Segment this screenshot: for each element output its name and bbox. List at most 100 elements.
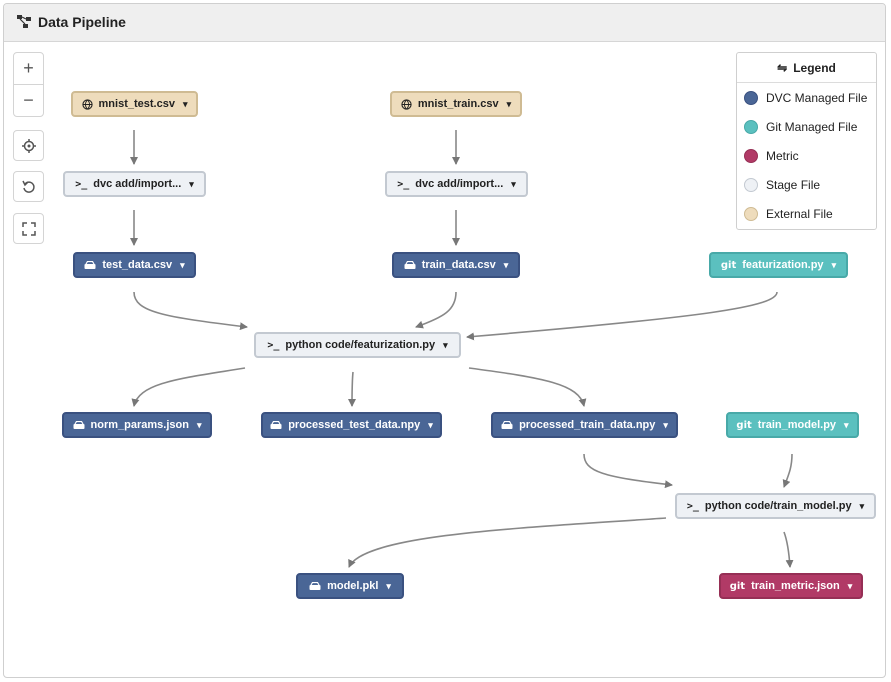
node-label: dvc add/import... [93, 178, 182, 190]
chevron-down-icon[interactable]: ▾ [189, 178, 194, 189]
globe-icon [81, 98, 93, 110]
pipeline-icon [17, 15, 31, 28]
node-train-model-py[interactable]: git train_model.py ▾ [726, 412, 859, 438]
undo-icon [21, 180, 35, 193]
reset-button[interactable] [13, 171, 44, 202]
chevron-down-icon[interactable]: ▾ [847, 580, 853, 591]
graph-canvas[interactable]: + − ⇋ Legend [4, 42, 885, 677]
edge-test-data-to-featurization [133, 291, 248, 331]
database-icon [501, 420, 513, 430]
pipeline-panel: Data Pipeline [3, 3, 886, 678]
chevron-down-icon[interactable]: ▾ [503, 259, 509, 270]
legend-label: Git Managed File [766, 120, 858, 134]
chevron-down-icon[interactable]: ▾ [859, 500, 865, 511]
zoom-out-button[interactable]: − [23, 90, 34, 110]
legend-item-metric: Metric [744, 149, 799, 163]
node-train-metric[interactable]: git train_metric.json ▾ [719, 573, 863, 599]
center-button[interactable] [13, 130, 44, 161]
node-norm-params[interactable]: norm_params.json ▾ [62, 412, 212, 438]
git-icon: git [720, 259, 737, 271]
node-label: processed_test_data.npy [288, 419, 421, 431]
node-processed-train[interactable]: processed_train_data.npy ▾ [491, 412, 678, 438]
node-label: python code/featurization.py [285, 339, 436, 351]
chevron-down-icon[interactable]: ▾ [663, 419, 668, 430]
terminal-icon: >_ [397, 178, 410, 190]
node-featurization-py[interactable]: git featurization.py ▾ [709, 252, 848, 278]
metric-swatch [744, 149, 758, 163]
node-dvc-add-test[interactable]: >_ dvc add/import... ▾ [63, 171, 206, 197]
node-dvc-add-train[interactable]: >_ dvc add/import... ▾ [385, 171, 528, 197]
node-label: train_metric.json [751, 580, 840, 592]
node-test-data[interactable]: test_data.csv ▾ [73, 252, 196, 278]
node-label: norm_params.json [90, 419, 189, 431]
node-model-pkl[interactable]: model.pkl ▾ [296, 573, 404, 599]
git-icon: git [729, 580, 746, 592]
database-icon [270, 420, 282, 430]
git-swatch [744, 120, 758, 134]
legend-item-external: External File [744, 207, 833, 221]
edge-train-model-to-train-metric [783, 531, 794, 568]
node-label: test_data.csv [102, 259, 173, 271]
chevron-down-icon[interactable]: ▾ [386, 580, 391, 591]
legend-label: DVC Managed File [766, 91, 868, 105]
chevron-down-icon[interactable]: ▾ [844, 419, 849, 430]
node-featurization-stage[interactable]: >_ python code/featurization.py ▾ [254, 332, 461, 358]
legend-label: External File [766, 207, 833, 221]
zoom-in-button[interactable]: + [23, 58, 34, 78]
edge-train-model-to-model-pkl [348, 517, 667, 568]
page-title: Data Pipeline [38, 14, 126, 30]
node-mnist-test[interactable]: mnist_test.csv ▾ [71, 91, 198, 117]
legend-item-stage: Stage File [744, 178, 820, 192]
legend-header: ⇋ Legend [737, 53, 876, 83]
legend-label: Metric [766, 149, 799, 163]
chevron-down-icon[interactable]: ▾ [506, 98, 512, 109]
database-icon [84, 260, 96, 270]
chevron-down-icon[interactable]: ▾ [180, 259, 185, 270]
chevron-down-icon[interactable]: ▾ [428, 419, 433, 430]
node-mnist-train[interactable]: mnist_train.csv ▾ [390, 91, 522, 117]
node-label: train_data.csv [421, 259, 496, 271]
fullscreen-button[interactable] [13, 213, 44, 244]
edge-train-model-py-to-train-model [782, 453, 793, 488]
chevron-down-icon[interactable]: ▾ [182, 98, 188, 109]
expand-icon [21, 221, 36, 236]
chevron-down-icon[interactable]: ▾ [443, 339, 448, 350]
node-train-model-stage[interactable]: >_ python code/train_model.py ▾ [675, 493, 876, 519]
database-icon [404, 260, 416, 270]
edge-featurization-py-to-featurization [466, 291, 778, 341]
edge-train-data-to-featurization [415, 291, 457, 329]
node-label: python code/train_model.py [704, 500, 852, 512]
edges-layer [130, 130, 794, 568]
legend-item-dvc: DVC Managed File [744, 91, 867, 105]
chevron-down-icon[interactable]: ▾ [196, 419, 202, 430]
chevron-down-icon[interactable]: ▾ [831, 259, 837, 270]
signpost-icon: ⇋ [777, 60, 788, 75]
node-processed-test[interactable]: processed_test_data.npy ▾ [261, 412, 442, 438]
node-train-data[interactable]: train_data.csv ▾ [392, 252, 520, 278]
database-icon [309, 581, 321, 591]
node-label: mnist_test.csv [98, 98, 175, 110]
zoom-controls: + − [13, 52, 44, 117]
node-label: processed_train_data.npy [519, 419, 656, 431]
legend-panel: ⇋ Legend DVC Managed File Git Managed Fi… [736, 52, 877, 230]
globe-icon [401, 98, 412, 110]
edge-processed-train-to-train-model [583, 453, 673, 489]
dvc-swatch [744, 91, 758, 105]
node-label: dvc add/import... [415, 178, 504, 190]
database-icon [73, 420, 85, 430]
node-label: featurization.py [742, 259, 824, 271]
node-label: mnist_train.csv [417, 98, 499, 110]
git-icon: git [736, 419, 752, 431]
terminal-icon: >_ [686, 500, 699, 512]
terminal-icon: >_ [75, 178, 88, 190]
node-label: model.pkl [327, 580, 379, 592]
external-swatch [744, 207, 758, 221]
crosshair-icon [21, 138, 36, 153]
terminal-icon: >_ [267, 339, 280, 351]
edge-featurization-to-processed-test [348, 371, 357, 407]
legend-label: Stage File [766, 178, 821, 192]
node-label: train_model.py [757, 419, 837, 431]
legend-title: Legend [793, 60, 836, 75]
stage-swatch [744, 178, 758, 192]
chevron-down-icon[interactable]: ▾ [511, 178, 516, 189]
